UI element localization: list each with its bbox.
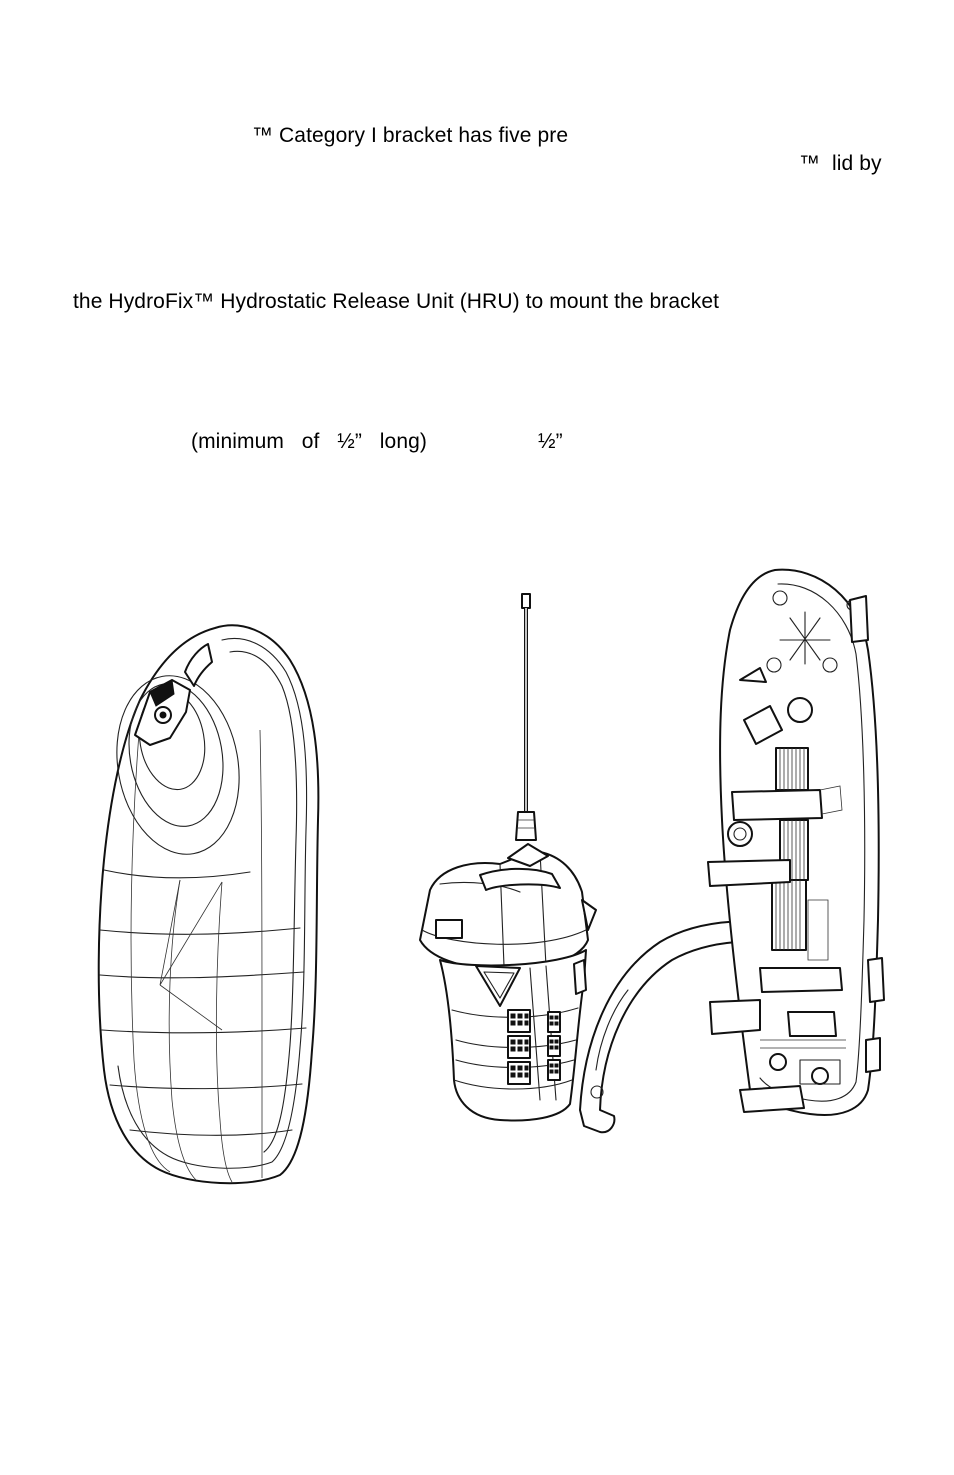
bracket-assembly-illustration bbox=[0, 540, 954, 1260]
instruction-text-line-2: ™ lid by bbox=[799, 152, 882, 175]
bracket-lid-drawing bbox=[97, 624, 320, 1185]
instruction-text-line-5: ½” bbox=[538, 430, 563, 453]
bracket-base-drawing bbox=[579, 568, 885, 1134]
instruction-text-line-3: the HydroFix™ Hydrostatic Release Unit (… bbox=[73, 290, 720, 313]
instruction-text-line-4: (minimum of ½” long) bbox=[191, 430, 427, 453]
instruction-text-line-1: ™ Category I bracket has five pre bbox=[252, 124, 569, 147]
beacon-drawing bbox=[419, 593, 597, 1122]
